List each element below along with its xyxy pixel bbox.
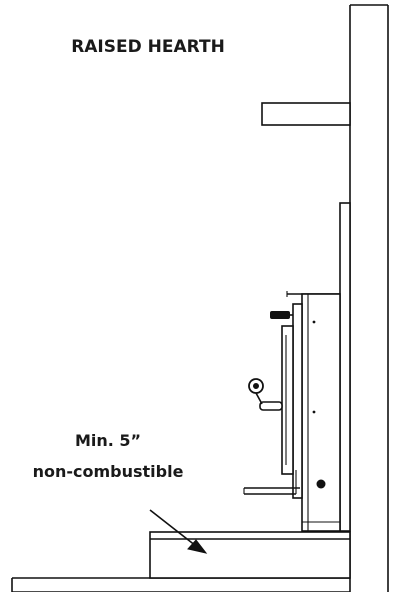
callout-non-combustible: non-combustible: [33, 462, 184, 481]
callout-min-5-inch: Min. 5”: [75, 431, 141, 450]
door-latch-icon: [248, 378, 283, 411]
floor: [11, 577, 350, 592]
control-knob-icon: [316, 479, 326, 489]
top-handle-icon: [270, 311, 290, 319]
callout-arrow: [149, 509, 208, 554]
fireplace-insert: [243, 202, 351, 532]
raised-hearth: [149, 531, 351, 579]
diagram-title: RAISED HEARTH: [71, 37, 225, 57]
wall: [349, 4, 389, 592]
mantel-shelf: [261, 102, 351, 126]
